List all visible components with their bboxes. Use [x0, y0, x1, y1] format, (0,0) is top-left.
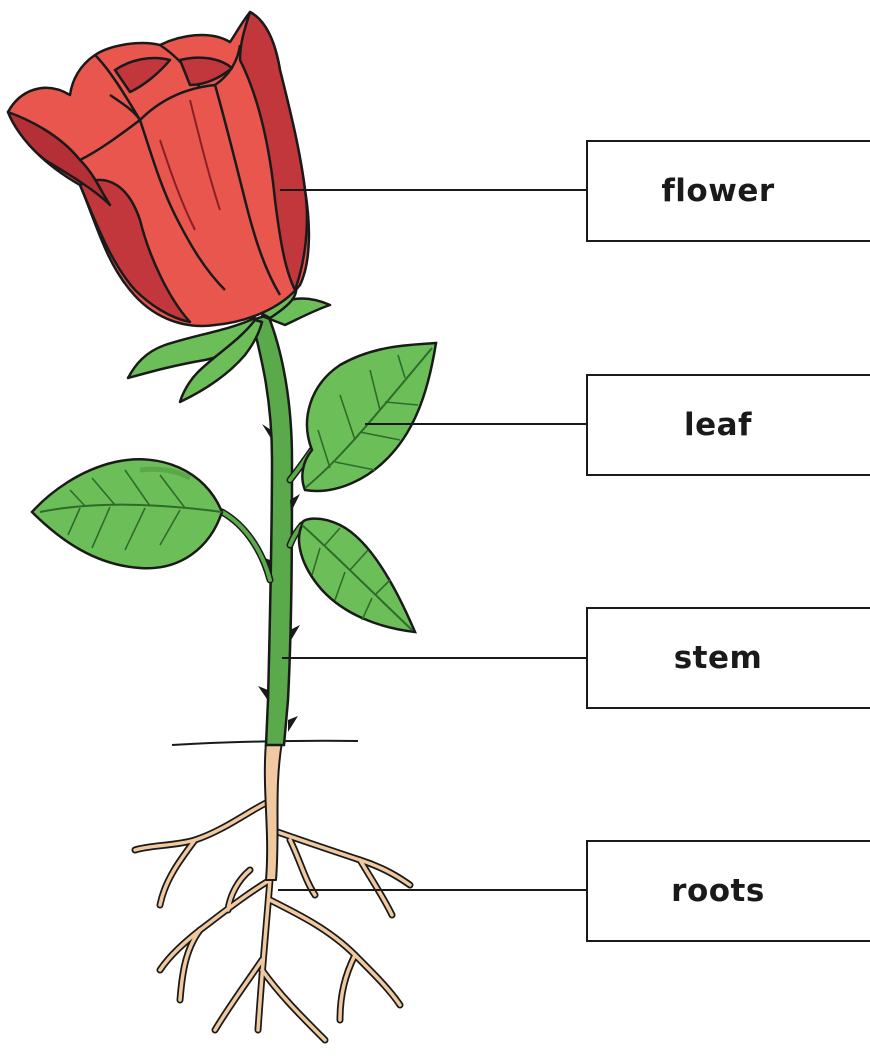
- label-box-roots: roots: [586, 840, 870, 942]
- label-box-flower: flower: [586, 140, 870, 242]
- label-box-leaf: leaf: [586, 374, 870, 476]
- flower-illustration: [8, 12, 309, 326]
- label-stem: stem: [674, 640, 763, 676]
- label-box-stem: stem: [586, 607, 870, 709]
- label-roots: roots: [671, 873, 765, 909]
- leaves-illustration: [32, 343, 436, 632]
- stem-illustration: [252, 315, 300, 745]
- label-flower: flower: [661, 173, 774, 209]
- label-leaf: leaf: [684, 407, 752, 443]
- leaf-stalks: [222, 450, 312, 580]
